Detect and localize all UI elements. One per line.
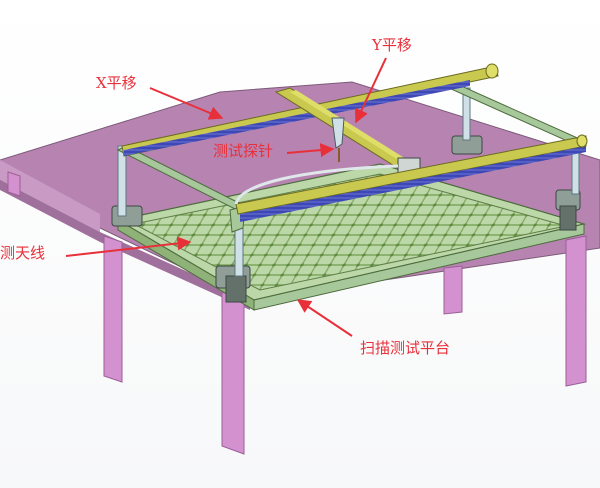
arrow-icon bbox=[286, 143, 335, 158]
x-rail-front bbox=[235, 134, 588, 222]
arrow-icon bbox=[296, 299, 353, 337]
arrow-icon bbox=[149, 87, 224, 120]
label-probe: 测试探针 bbox=[213, 142, 274, 160]
arrow-icon bbox=[355, 57, 387, 124]
test-probe bbox=[331, 117, 345, 162]
label-antenna: 测天线 bbox=[0, 244, 46, 262]
label-x-move: X平移 bbox=[96, 74, 137, 92]
label-platform: 扫描测试平台 bbox=[360, 339, 451, 357]
arrow-icon bbox=[65, 236, 192, 257]
table-legs bbox=[7, 171, 587, 455]
callout-arrows bbox=[65, 57, 387, 337]
label-y-move: Y平移 bbox=[372, 36, 412, 54]
cable bbox=[234, 164, 399, 205]
